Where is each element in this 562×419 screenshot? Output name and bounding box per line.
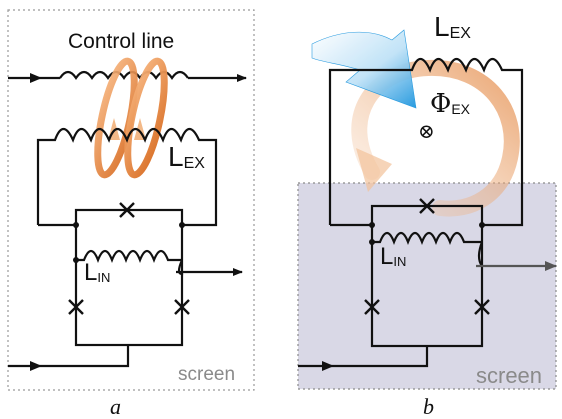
screen-label-b: screen — [476, 363, 542, 388]
control-line-left-arrow-icon — [30, 73, 42, 83]
l-ex-label-b: LEX — [434, 11, 471, 42]
control-line-label: Control line — [68, 30, 174, 53]
caption-b: b — [423, 394, 434, 419]
junction-right-b — [474, 299, 490, 315]
bias-line-b — [298, 346, 429, 368]
flux-into-page-icon: ⊗ — [418, 119, 435, 143]
junction-top-b — [419, 198, 435, 214]
panel-a: Control line LEX — [7, 9, 255, 419]
l-in-label-b: LIN — [380, 243, 406, 270]
junction-left-b — [364, 299, 380, 315]
l-ex-inductor-a — [36, 127, 218, 227]
l-in-inductor-a — [76, 249, 182, 264]
l-in-inductor-b — [372, 231, 482, 246]
bias-line-a — [8, 345, 130, 368]
junction-left-a — [68, 299, 84, 315]
screen-region-a — [7, 9, 255, 391]
l-ex-inductor-b — [328, 57, 524, 227]
circulating-current-icon — [351, 59, 520, 217]
l-in-label-a: LIN — [84, 259, 110, 286]
junction-top-a — [119, 202, 135, 218]
junction-right-a — [174, 299, 190, 315]
flux-rings-icon — [94, 57, 168, 179]
screen-label-a: screen — [178, 364, 235, 385]
caption-a: a — [110, 394, 121, 419]
panel-b: LEX ΦEX ⊗ LIN screen b — [297, 11, 557, 419]
control-line — [8, 72, 246, 78]
l-ex-label-a: LEX — [168, 141, 205, 172]
phi-ex-label: ΦEX — [430, 89, 471, 119]
